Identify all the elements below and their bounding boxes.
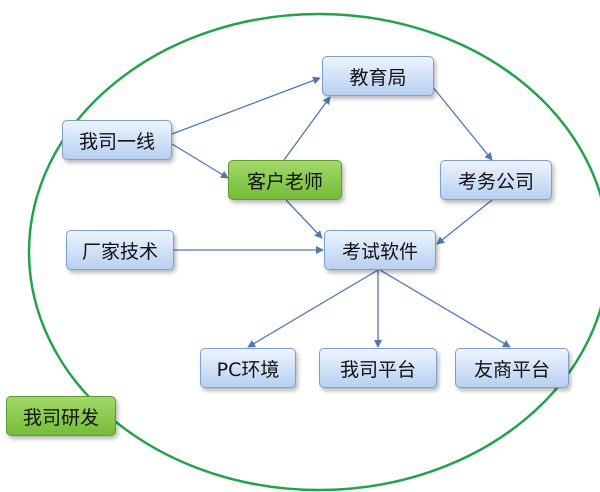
arrow-kehu-to-kaoshi bbox=[285, 199, 323, 239]
boundary-ellipse bbox=[27, 12, 600, 492]
node-kaowu: 考务公司 bbox=[440, 160, 552, 200]
node-yixian: 我司一线 bbox=[62, 120, 172, 160]
arrow-yixian-to-kehu bbox=[171, 143, 229, 179]
node-changjia: 厂家技术 bbox=[66, 230, 174, 270]
node-kehu: 客户老师 bbox=[228, 160, 342, 200]
arrow-kaoshi-to-pc bbox=[247, 269, 379, 348]
arrow-kaowu-to-kaoshi bbox=[436, 199, 493, 245]
node-kaoshi: 考试软件 bbox=[324, 230, 436, 270]
arrow-jiaoyuju-to-kaowu bbox=[431, 85, 493, 161]
node-pc: PC环境 bbox=[200, 348, 296, 388]
arrow-kehu-to-jiaoyuju bbox=[283, 96, 331, 161]
arrow-yixian-to-jiaoyuju bbox=[171, 76, 321, 135]
node-youshang: 友商平台 bbox=[455, 348, 569, 388]
node-pingtai: 我司平台 bbox=[319, 348, 437, 388]
arrow-kaoshi-to-youshang bbox=[379, 269, 511, 348]
node-jiaoyuju: 教育局 bbox=[322, 56, 434, 96]
node-yanfa: 我司研发 bbox=[6, 396, 116, 436]
